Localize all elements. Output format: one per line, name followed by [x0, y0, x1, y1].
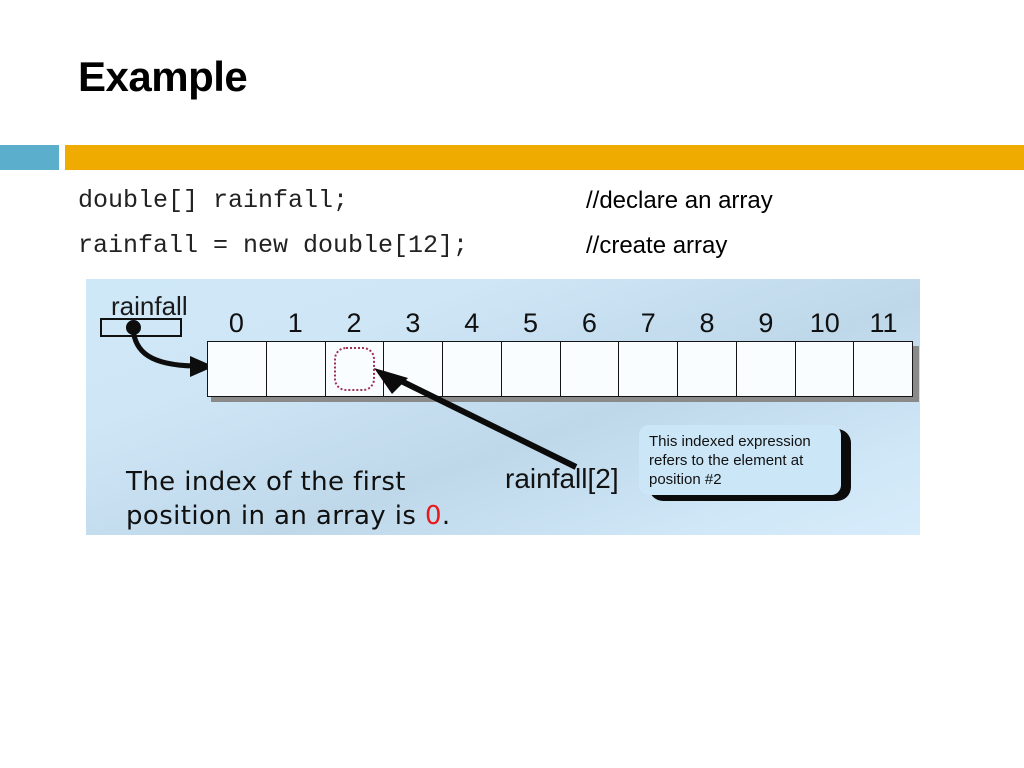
divider-accent-block: [0, 145, 59, 170]
highlighted-cell-marker: [333, 347, 376, 391]
array-cell: [207, 341, 266, 397]
array-cell: [442, 341, 501, 397]
array-cell: [324, 341, 384, 397]
note-line-2-suffix: .: [441, 501, 451, 531]
array-cell: [735, 341, 795, 397]
element-pointer-arrow-icon: [374, 368, 578, 470]
array-index-label: 3: [405, 308, 421, 338]
note-line-1: The index of the first: [126, 467, 406, 497]
divider-bar: [65, 145, 1024, 170]
variable-box: [100, 318, 182, 337]
array-index-label: 5: [523, 308, 539, 338]
array-index-label: 7: [640, 308, 656, 338]
first-index-note: The index of the first position in an ar…: [126, 465, 506, 533]
callout-box: This indexed expression refers to the el…: [639, 425, 841, 495]
array-cell: [559, 341, 619, 397]
array-cell: [265, 341, 325, 397]
page-title: Example: [78, 53, 248, 100]
array-cells: [207, 341, 913, 397]
array-index-label: 8: [699, 308, 715, 338]
code-line-declare: double[] rainfall;: [78, 186, 349, 215]
array-index-label: 6: [581, 308, 597, 338]
array-cell: [618, 341, 677, 397]
array-index-label: 2: [346, 308, 362, 338]
array-index-label: 9: [758, 308, 774, 338]
array-index-row: 0 1 2 3 4 5 6 7 8 9 10 11: [207, 307, 913, 341]
array-index-label: 11: [869, 308, 898, 338]
array-index-label: 1: [287, 308, 303, 338]
array-cell: [500, 341, 560, 397]
array-cell: [794, 341, 854, 397]
note-line-2-prefix: position in an array is: [126, 501, 425, 531]
code-comment-declare: //declare an array: [586, 187, 773, 214]
array-cell: [677, 341, 736, 397]
reference-curved-arrow-icon: [130, 324, 214, 377]
indexed-expression-label: rainfall[2]: [505, 463, 619, 494]
code-comment-create: //create array: [586, 232, 728, 259]
variable-name-label: rainfall: [111, 291, 188, 321]
array-index-label: 0: [228, 308, 244, 338]
array-cell: [853, 341, 913, 397]
array-diagram-figure: rainfall 0 1 2 3 4 5 6 7 8 9 10 11 The index of the…: [86, 279, 920, 535]
array-index-label: 10: [809, 308, 840, 338]
array-index-label: 4: [464, 308, 480, 338]
code-line-create: rainfall = new double[12];: [78, 231, 469, 260]
note-zero-value: 0: [424, 501, 442, 531]
